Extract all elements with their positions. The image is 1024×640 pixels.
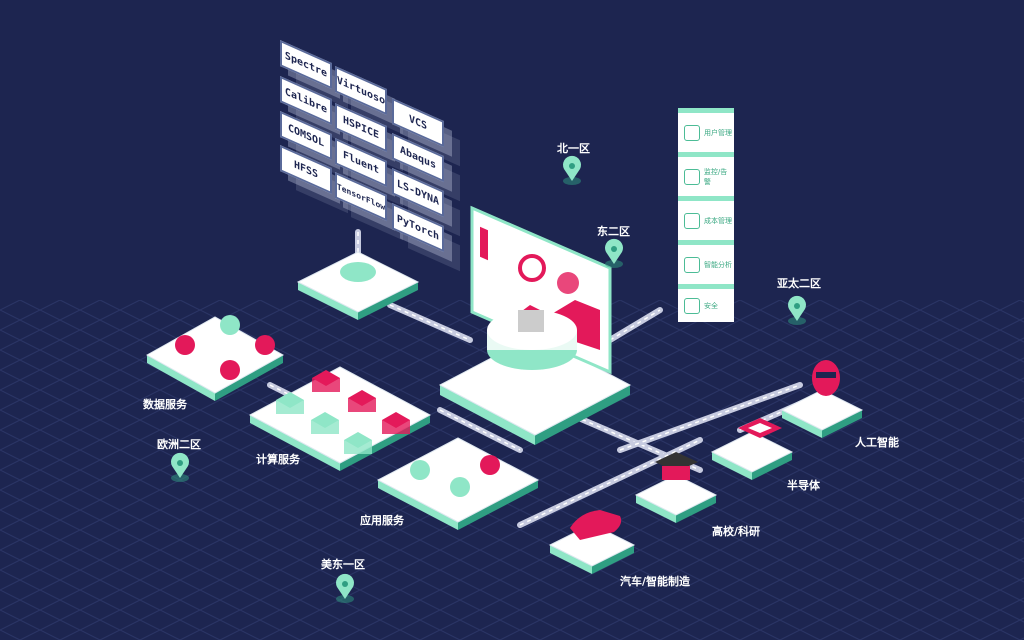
platform-side — [458, 480, 538, 530]
platform-semi — [710, 431, 794, 480]
service-icon — [255, 335, 275, 355]
platform-side — [822, 410, 862, 438]
platform-side — [298, 282, 358, 320]
service-icon — [480, 455, 500, 475]
service-icon — [450, 477, 470, 497]
compute-cubes — [175, 315, 500, 497]
tower-monitoring: 监控/告警 — [678, 152, 734, 196]
label-data-service: 数据服务 — [143, 397, 188, 411]
label-region-eu2: 欧洲二区 — [157, 437, 201, 451]
platform-side — [782, 410, 822, 438]
cube-body — [344, 440, 372, 454]
service-icon — [410, 460, 430, 480]
donut-chart-icon — [518, 254, 546, 282]
graduation-cap-icon — [655, 452, 698, 480]
platform-top — [710, 431, 794, 473]
label-region-apac2: 亚太二区 — [777, 276, 821, 290]
pin-dot — [794, 303, 800, 309]
connector-path — [617, 382, 803, 453]
connector-dash — [389, 304, 471, 341]
user-icon — [684, 124, 700, 141]
tower-user-management: 用户管理 — [678, 108, 734, 152]
pin-dot — [342, 581, 348, 587]
platform-ai — [780, 389, 864, 438]
pedestal — [487, 310, 577, 370]
cube-body — [348, 398, 376, 412]
storage-disk-icon — [340, 262, 376, 282]
platform-side — [752, 452, 792, 480]
platform-side — [592, 545, 634, 574]
pie-chart-icon — [557, 272, 579, 294]
cube-body — [312, 378, 340, 392]
service-icon — [220, 360, 240, 380]
label-industry-ai: 人工智能 — [855, 435, 899, 449]
platform-side — [676, 495, 716, 523]
platform-side — [378, 480, 458, 530]
label-industry-semi: 半导体 — [787, 478, 821, 492]
cost-icon — [684, 212, 700, 229]
platform-auto — [548, 523, 636, 574]
connector-dash — [519, 439, 701, 526]
chip-icon — [738, 418, 782, 438]
monitor-icon — [684, 168, 700, 185]
tower-security: 安全 — [678, 284, 734, 322]
platform-top — [634, 474, 718, 516]
robot-icon — [812, 360, 840, 396]
platform-side — [250, 415, 340, 471]
platform-side — [215, 355, 283, 401]
cube-body — [276, 400, 304, 414]
platform-side — [712, 452, 752, 480]
label-app-service: 应用服务 — [360, 513, 405, 527]
label-region-north1: 北一区 — [557, 141, 590, 155]
connector-dash — [439, 409, 521, 451]
region-pins — [171, 155, 806, 603]
pin-dot — [177, 460, 183, 466]
platform-side — [147, 355, 215, 401]
tower-analytics: 智能分析 — [678, 240, 734, 284]
label-region-east2: 东二区 — [597, 224, 630, 238]
label-industry-edu: 高校/科研 — [712, 524, 760, 538]
cube-body — [382, 420, 410, 434]
connector-dash — [559, 409, 701, 471]
cube-body — [311, 420, 339, 434]
connector-dash — [609, 309, 661, 341]
platform-side — [636, 495, 676, 523]
pin-dot — [611, 246, 617, 252]
label-region-useast1: 美东一区 — [321, 557, 365, 571]
service-icon — [175, 335, 195, 355]
car-icon — [570, 510, 622, 540]
label-industry-auto: 汽车/智能制造 — [620, 574, 691, 588]
platform-top — [780, 389, 864, 431]
service-icon — [220, 315, 240, 335]
platform-side — [550, 545, 592, 574]
platform-side — [535, 385, 630, 445]
platform-side — [440, 385, 535, 445]
platform-side — [358, 282, 418, 320]
platform-edu — [634, 474, 718, 523]
pin-dot — [569, 163, 575, 169]
platform-top — [248, 366, 432, 464]
analytics-icon — [684, 256, 700, 273]
shield-icon — [684, 297, 700, 314]
tower-cost: 成本管理 — [678, 196, 734, 240]
label-compute-service: 计算服务 — [256, 452, 301, 466]
